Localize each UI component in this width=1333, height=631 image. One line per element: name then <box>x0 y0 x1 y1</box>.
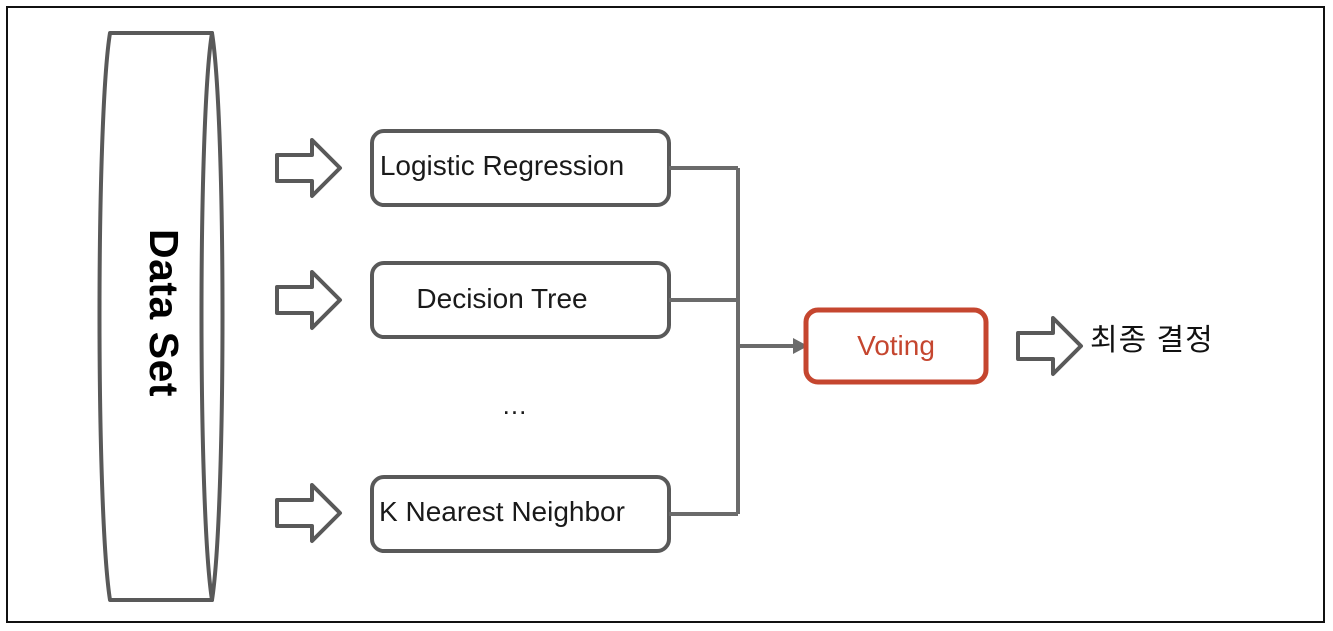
k-nearest-neighbor-label: K Nearest Neighbor <box>379 496 625 527</box>
final-decision-label: 최종 결정 <box>1090 324 1214 357</box>
logistic-regression-label: Logistic Regression <box>379 150 625 181</box>
voting-label: Voting <box>857 330 935 361</box>
ellipsis-label: ... <box>502 390 528 420</box>
dataset-label: Data Set <box>141 228 188 398</box>
decision-tree-label: Decision Tree <box>416 283 588 314</box>
